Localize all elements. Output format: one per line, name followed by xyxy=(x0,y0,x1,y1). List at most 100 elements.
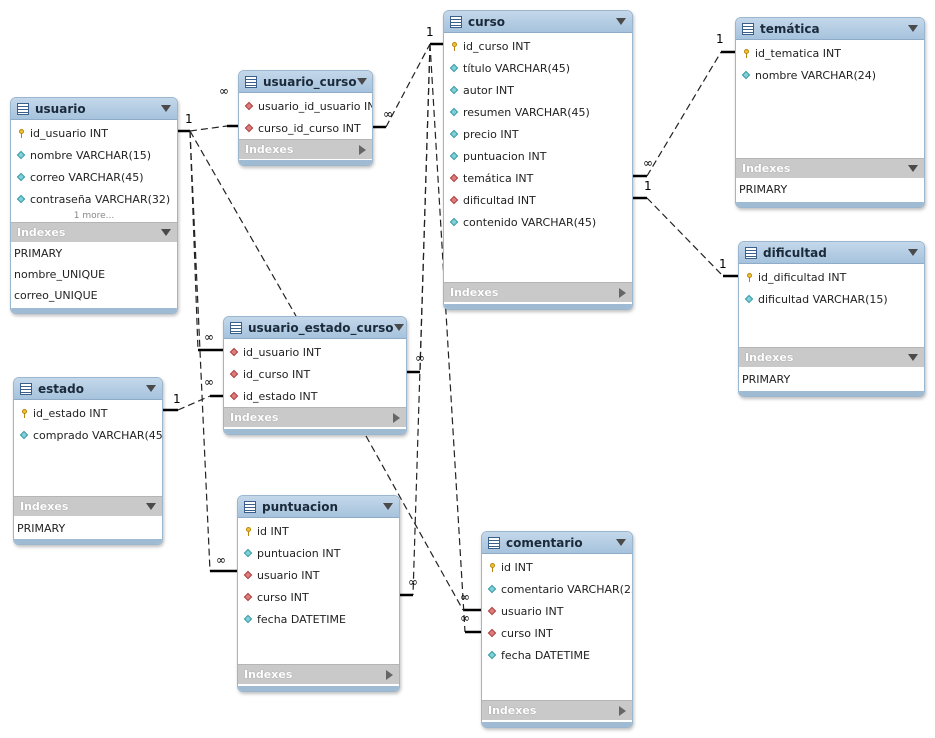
index-item[interactable]: PRIMARY xyxy=(742,373,791,386)
table-usuario-curso[interactable]: usuario_curso usuario_id_usuario INT cur… xyxy=(238,70,373,166)
cardinality-many: ∞ xyxy=(204,375,214,389)
indexes-header[interactable]: Indexes xyxy=(238,664,399,684)
column-row[interactable]: id_usuario INT xyxy=(11,122,177,144)
table-icon xyxy=(745,246,757,259)
expand-arrow-icon[interactable] xyxy=(619,705,626,716)
expand-arrow-icon[interactable] xyxy=(386,669,393,680)
column-icon xyxy=(449,151,459,161)
column-row[interactable]: correo VARCHAR(45) xyxy=(11,166,177,188)
collapse-arrow-icon[interactable] xyxy=(393,324,404,331)
table-comentario[interactable]: comentario id INT comentario VARCHAR(255… xyxy=(481,531,633,728)
table-header[interactable]: temática xyxy=(736,18,924,40)
column-row[interactable]: id_tematica INT xyxy=(736,42,924,64)
column-row[interactable]: usuario_id_usuario INT xyxy=(239,95,372,117)
cardinality-one: 1 xyxy=(719,257,727,271)
table-header[interactable]: puntuacion xyxy=(238,496,399,518)
collapse-arrow-icon[interactable] xyxy=(616,539,626,546)
column-row[interactable]: usuario INT xyxy=(482,600,632,622)
column-row[interactable]: id INT xyxy=(482,556,632,578)
cardinality-many: ∞ xyxy=(460,590,470,604)
column-row[interactable]: autor INT xyxy=(444,79,632,101)
collapse-arrow-icon[interactable] xyxy=(146,503,156,510)
more-columns-link[interactable]: 1 more... xyxy=(73,211,115,221)
table-title: comentario xyxy=(506,535,583,550)
index-item[interactable]: PRIMARY xyxy=(739,183,788,196)
column-row[interactable]: temática INT xyxy=(444,167,632,189)
table-usuario-estado-curso[interactable]: usuario_estado_curso id_usuario INT id_c… xyxy=(223,316,407,435)
column-row[interactable]: curso INT xyxy=(238,586,399,608)
column-row[interactable]: contraseña VARCHAR(32) xyxy=(11,188,177,210)
cardinality-one: 1 xyxy=(426,25,434,39)
table-usuario[interactable]: usuario id_usuario INT nombre VARCHAR(15… xyxy=(10,97,178,314)
indexes-header[interactable]: Indexes xyxy=(11,222,177,242)
column-row[interactable]: id_usuario INT xyxy=(224,341,406,363)
table-header[interactable]: curso xyxy=(444,11,632,33)
column-row[interactable]: id_estado INT xyxy=(14,402,162,424)
collapse-arrow-icon[interactable] xyxy=(383,503,393,510)
column-row[interactable]: id_curso INT xyxy=(444,35,632,57)
column-row[interactable]: fecha DATETIME xyxy=(482,644,632,666)
collapse-arrow-icon[interactable] xyxy=(908,249,918,256)
table-estado[interactable]: estado id_estado INT comprado VARCHAR(45… xyxy=(13,377,163,545)
collapse-arrow-icon[interactable] xyxy=(356,78,367,85)
column-row[interactable]: usuario INT xyxy=(238,564,399,586)
table-header[interactable]: usuario_curso xyxy=(239,71,372,93)
column-row[interactable]: id_dificultad INT xyxy=(739,266,924,288)
index-item[interactable]: nombre_UNIQUE xyxy=(14,268,106,281)
column-icon xyxy=(449,129,459,139)
indexes-header[interactable]: Indexes xyxy=(239,139,372,159)
column-row[interactable]: puntuacion INT xyxy=(444,145,632,167)
indexes-header[interactable]: Indexes xyxy=(444,282,632,302)
table-footer xyxy=(14,539,162,544)
table-header[interactable]: usuario_estado_curso xyxy=(224,317,406,339)
indexes-header[interactable]: Indexes xyxy=(739,347,924,367)
column-row[interactable]: id INT xyxy=(238,520,399,542)
collapse-arrow-icon[interactable] xyxy=(146,385,156,392)
table-header[interactable]: comentario xyxy=(482,532,632,554)
column-row[interactable]: resumen VARCHAR(45) xyxy=(444,101,632,123)
index-item[interactable]: correo_UNIQUE xyxy=(14,289,98,302)
collapse-arrow-icon[interactable] xyxy=(908,25,918,32)
column-row[interactable]: título VARCHAR(45) xyxy=(444,57,632,79)
column-row[interactable]: curso_id_curso INT xyxy=(239,117,372,139)
column-row[interactable]: id_curso INT xyxy=(224,363,406,385)
collapse-arrow-icon[interactable] xyxy=(908,165,918,172)
indexes-header[interactable]: Indexes xyxy=(736,158,924,178)
column-icon xyxy=(741,70,751,80)
expand-arrow-icon[interactable] xyxy=(359,144,366,155)
column-row[interactable]: nombre VARCHAR(24) xyxy=(736,64,924,86)
collapse-arrow-icon[interactable] xyxy=(161,229,171,236)
table-header[interactable]: dificultad xyxy=(739,242,924,264)
collapse-arrow-icon[interactable] xyxy=(616,18,626,25)
index-item[interactable]: PRIMARY xyxy=(17,522,66,535)
column-row[interactable]: dificultad INT xyxy=(444,189,632,211)
column-row[interactable]: id_estado INT xyxy=(224,385,406,407)
table-curso[interactable]: curso id_curso INT título VARCHAR(45) au… xyxy=(443,10,633,310)
table-dificultad[interactable]: dificultad id_dificultad INT dificultad … xyxy=(738,241,925,397)
indexes-header[interactable]: Indexes xyxy=(482,700,632,720)
column-row[interactable]: precio INT xyxy=(444,123,632,145)
table-tematica[interactable]: temática id_tematica INT nombre VARCHAR(… xyxy=(735,17,925,208)
indexes-header[interactable]: Indexes xyxy=(14,496,162,516)
column-row[interactable]: puntuacion INT xyxy=(238,542,399,564)
collapse-arrow-icon[interactable] xyxy=(908,354,918,361)
primary-key-icon xyxy=(746,272,752,282)
index-item[interactable]: PRIMARY xyxy=(14,247,63,260)
column-row[interactable]: nombre VARCHAR(15) xyxy=(11,144,177,166)
collapse-arrow-icon[interactable] xyxy=(161,105,171,112)
table-header[interactable]: usuario xyxy=(11,98,177,120)
column-row[interactable]: comprado VARCHAR(45) xyxy=(14,424,162,446)
column-row[interactable]: dificultad VARCHAR(15) xyxy=(739,288,924,310)
expand-arrow-icon[interactable] xyxy=(393,412,400,423)
indexes-header[interactable]: Indexes xyxy=(224,407,406,427)
primary-key-icon xyxy=(743,48,749,58)
column-row[interactable]: contenido VARCHAR(45) xyxy=(444,211,632,233)
foreign-key-icon xyxy=(243,570,253,580)
cardinality-many: ∞ xyxy=(643,156,653,170)
column-row[interactable]: comentario VARCHAR(255) xyxy=(482,578,632,600)
column-row[interactable]: fecha DATETIME xyxy=(238,608,399,630)
column-row[interactable]: curso INT xyxy=(482,622,632,644)
table-puntuacion[interactable]: puntuacion id INT puntuacion INT usuario… xyxy=(237,495,400,692)
expand-arrow-icon[interactable] xyxy=(619,287,626,298)
table-header[interactable]: estado xyxy=(14,378,162,400)
